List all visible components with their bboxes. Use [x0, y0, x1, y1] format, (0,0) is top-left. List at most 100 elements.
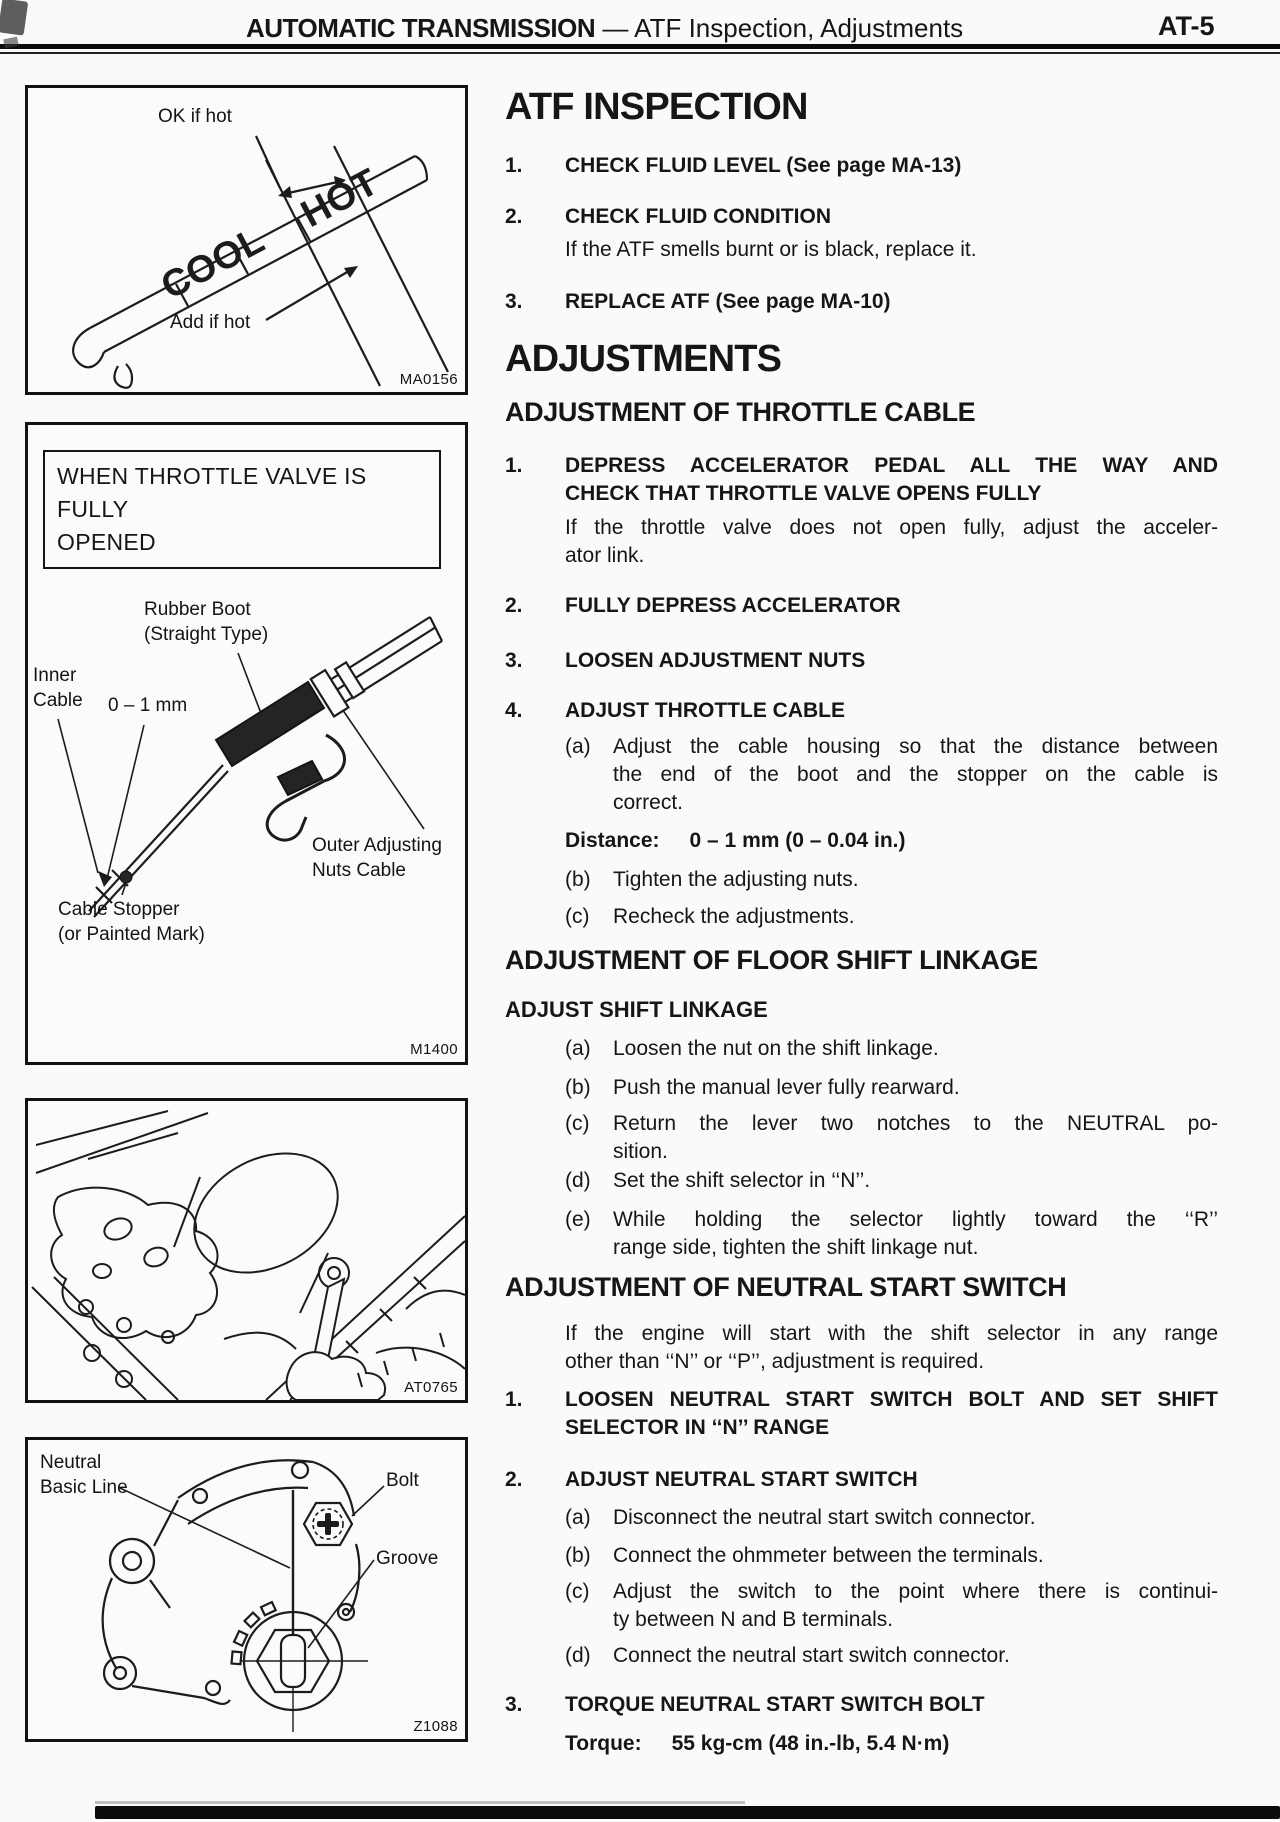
- spec-label: Distance:: [565, 829, 660, 852]
- sub-item-label: (d): [565, 1169, 591, 1192]
- figure-caption-box: WHEN THROTTLE VALVE IS FULLY OPENED: [43, 450, 441, 569]
- sub-item-text: Push the manual lever fully rearward.: [613, 1076, 960, 1099]
- heading-text: ADJUSTMENT OF FLOOR SHIFT LINKAGE: [505, 945, 1038, 975]
- figure-atf-dipstick: COOL HOT OK if hot Add if hot MA0156: [25, 85, 468, 395]
- label-add-if-hot: Add if hot: [170, 312, 251, 333]
- item-number: 1.: [505, 154, 523, 177]
- item-number: 2.: [505, 205, 523, 228]
- item-label: CHECK FLUID CONDITION: [565, 205, 831, 228]
- atf-item-1: 1. CHECK FLUID LEVEL (See page MA-13): [505, 152, 1218, 180]
- throttle-sub-c: (c) Recheck the adjustments.: [505, 903, 1218, 931]
- item-number: 1.: [505, 1388, 523, 1411]
- header-subsection-title: — ATF Inspection, Adjustments: [602, 13, 964, 43]
- label-stopper-line1: Cable Stopper: [58, 899, 180, 920]
- item-label: LOOSEN ADJUSTMENT NUTS: [565, 649, 866, 672]
- figure-code: MA0156: [399, 371, 458, 388]
- floor-sub-b: (b) Push the manual lever fully rearward…: [505, 1074, 1218, 1102]
- neutral-switch-heading: ADJUSTMENT OF NEUTRAL START SWITCH: [505, 1271, 1218, 1304]
- item-label-line2: CHECK THAT THROTTLE VALVE OPENS FULLY: [565, 482, 1042, 505]
- item-label: CHECK FLUID LEVEL (See page MA-13): [565, 154, 962, 177]
- neutral-switch-intro: If the engine will start with the shift …: [505, 1320, 1218, 1376]
- sub-line2: sition.: [613, 1140, 668, 1163]
- throttle-item-1: 1. DEPRESS ACCELERATOR PEDAL ALL THE WAY…: [505, 452, 1218, 508]
- sub-line1: Return the lever two notches to the NEUT…: [613, 1112, 1218, 1135]
- dipstick-hot-marking: HOT: [295, 161, 386, 236]
- item-label-line1: LOOSEN NEUTRAL START SWITCH BOLT AND SET…: [565, 1388, 1218, 1411]
- item-number: 3.: [505, 1693, 523, 1716]
- neutral-sub-b: (b) Connect the ohmmeter between the ter…: [505, 1542, 1218, 1570]
- scan-noise: [0, 0, 29, 36]
- atf-item-2: 2. CHECK FLUID CONDITION: [505, 203, 1218, 231]
- sub-item-text: Disconnect the neutral start switch conn…: [613, 1506, 1036, 1529]
- neutral-sub-d: (d) Connect the neutral start switch con…: [505, 1642, 1218, 1670]
- sub-item-label: (e): [565, 1208, 591, 1231]
- adjustments-section-heading: ADJUSTMENTS: [505, 338, 1218, 380]
- sub-item-label: (c): [565, 1580, 590, 1603]
- item-label: TORQUE NEUTRAL START SWITCH BOLT: [565, 1693, 985, 1716]
- label-inner-cable-line2: Cable: [33, 690, 83, 711]
- throttle-cable-drawing: [57, 616, 443, 918]
- item-number: 2.: [505, 594, 523, 617]
- sub-line2: the end of the boot and the stopper on t…: [613, 763, 1218, 786]
- neutral-item-3: 3. TORQUE NEUTRAL START SWITCH BOLT: [505, 1691, 1218, 1719]
- throttle-cable-heading: ADJUSTMENT OF THROTTLE CABLE: [505, 396, 1218, 429]
- neutral-sub-c: (c) Adjust the switch to the point where…: [505, 1578, 1218, 1634]
- subheading-text: ADJUST SHIFT LINKAGE: [505, 997, 768, 1022]
- atf-inspection-section-heading: ATF INSPECTION: [505, 86, 1218, 128]
- item-number: 3.: [505, 649, 523, 672]
- sub-item-label: (d): [565, 1644, 591, 1667]
- sub-item-text: Connect the neutral start switch connect…: [613, 1644, 1010, 1667]
- floor-sub-c: (c) Return the lever two notches to the …: [505, 1110, 1218, 1166]
- label-neutral-line2: Basic Line: [40, 1477, 128, 1498]
- sub-item-label: (b): [565, 1076, 591, 1099]
- transmission-drawing: [31, 1110, 465, 1400]
- item-number: 4.: [505, 699, 523, 722]
- throttle-item-4: 4. ADJUST THROTTLE CABLE: [505, 697, 1218, 725]
- item-label: REPLACE ATF (See page MA-10): [565, 290, 891, 313]
- sub-item-text: Tighten the adjusting nuts.: [613, 868, 859, 891]
- sub-item-text: Loosen the nut on the shift linkage.: [613, 1037, 939, 1060]
- item-label-line1: DEPRESS ACCELERATOR PEDAL ALL THE WAY AN…: [565, 454, 1218, 477]
- page-header-title: AUTOMATIC TRANSMISSION — ATF Inspection,…: [246, 13, 963, 44]
- item-label-line2: SELECTOR IN ‘‘N’’ RANGE: [565, 1416, 830, 1439]
- item-label: ADJUST THROTTLE CABLE: [565, 699, 845, 722]
- throttle-item-2: 2. FULLY DEPRESS ACCELERATOR: [505, 592, 1218, 620]
- floor-shift-heading: ADJUSTMENT OF FLOOR SHIFT LINKAGE: [505, 944, 1218, 977]
- label-ok-if-hot: OK if hot: [158, 106, 232, 127]
- neutral-item-1: 1. LOOSEN NEUTRAL START SWITCH BOLT AND …: [505, 1386, 1218, 1442]
- heading-text: ADJUSTMENTS: [505, 338, 782, 380]
- figure-neutral-start-switch: Neutral Basic Line Bolt Groove Z1088: [25, 1437, 468, 1742]
- neutral-torque-spec: Torque: 55 kg-cm (48 in.-lb, 5.4 N·m): [505, 1730, 1218, 1758]
- item-number: 1.: [505, 454, 523, 477]
- throttle-sub-a: (a) Adjust the cable housing so that the…: [505, 733, 1218, 817]
- neutral-switch-drawing: [101, 1459, 385, 1732]
- sub-line1: While holding the selector lightly towar…: [613, 1208, 1218, 1231]
- neutral-item-2: 2. ADJUST NEUTRAL START SWITCH: [505, 1466, 1218, 1494]
- heading-text: ADJUSTMENT OF NEUTRAL START SWITCH: [505, 1272, 1067, 1302]
- figure-throttle-cable: WHEN THROTTLE VALVE IS FULLY OPENED Rubb…: [25, 422, 468, 1065]
- floor-sub-d: (d) Set the shift selector in ‘‘N’’.: [505, 1167, 1218, 1195]
- sub-item-label: (c): [565, 1112, 590, 1135]
- spec-value: 55 kg-cm (48 in.-lb, 5.4 N·m): [671, 1732, 950, 1755]
- heading-text: ADJUSTMENT OF THROTTLE CABLE: [505, 397, 976, 427]
- atf-item-3: 3. REPLACE ATF (See page MA-10): [505, 288, 1218, 316]
- header-section-title: AUTOMATIC TRANSMISSION: [246, 13, 596, 43]
- header-rule-thick: [0, 44, 1280, 49]
- item-number: 2.: [505, 1468, 523, 1491]
- label-neutral-basic-line: Neutral Basic Line: [40, 1450, 128, 1500]
- throttle-item-3: 3. LOOSEN ADJUSTMENT NUTS: [505, 647, 1218, 675]
- sub-item-label: (a): [565, 735, 591, 758]
- label-outer-line2: Nuts Cable: [312, 860, 406, 881]
- sub-item-text: Recheck the adjustments.: [613, 905, 855, 928]
- atf-item-2-body: If the ATF smells burnt or is black, rep…: [505, 236, 1218, 264]
- throttle-distance-spec: Distance:0 – 1 mm (0 – 0.04 in.): [505, 827, 1218, 855]
- sub-line1: Adjust the cable housing so that the dis…: [613, 735, 1218, 758]
- spec-label: Torque:: [565, 1732, 642, 1755]
- label-inner-cable: Inner Cable: [33, 663, 83, 713]
- sub-item-label: (a): [565, 1037, 591, 1060]
- neutral-sub-a: (a) Disconnect the neutral start switch …: [505, 1504, 1218, 1532]
- caption-line-2: OPENED: [57, 529, 156, 555]
- body-line1: If the throttle valve does not open full…: [565, 516, 1218, 539]
- floor-sub-a: (a) Loosen the nut on the shift linkage.: [505, 1035, 1218, 1063]
